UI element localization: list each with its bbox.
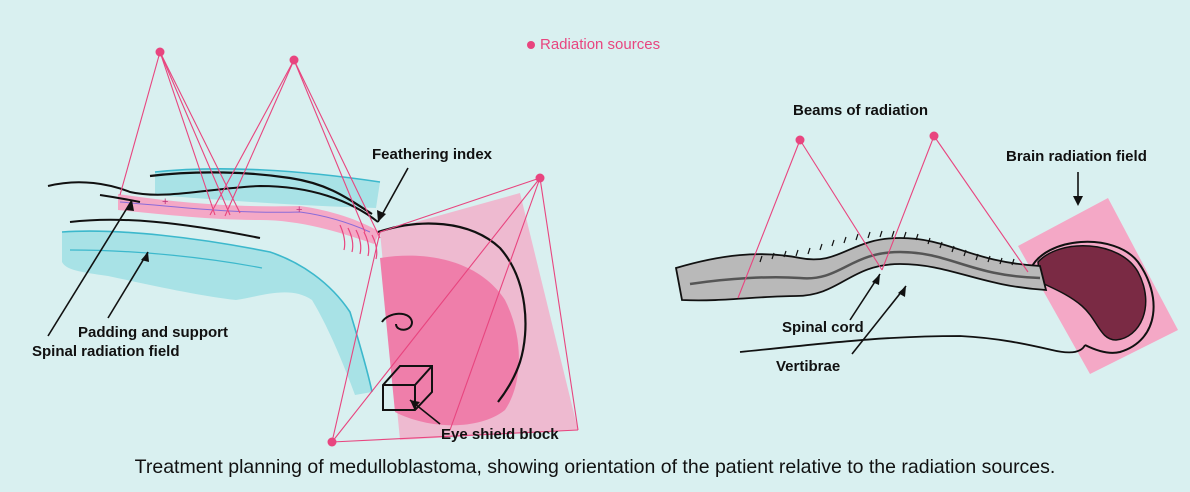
legend-dot	[527, 41, 535, 49]
left-diagram: + +	[48, 48, 578, 447]
field-mark-2: +	[296, 204, 302, 216]
radiation-source-3	[536, 174, 545, 183]
spine-band	[676, 238, 1046, 300]
padding-support-lower	[62, 231, 372, 395]
radiation-source-1	[156, 48, 165, 57]
beam-source-1	[796, 136, 805, 145]
field-mark-1: +	[162, 196, 168, 208]
brain-radiation-field-label: Brain radiation field	[1006, 148, 1147, 165]
beam-source-2	[930, 132, 939, 141]
legend-label: Radiation sources	[540, 36, 660, 53]
spinal-radiation-field-label: Spinal radiation field	[32, 343, 180, 360]
right-diagram	[676, 132, 1178, 375]
eye-shield-block-label: Eye shield block	[441, 426, 559, 443]
feathering-index-label: Feathering index	[372, 146, 492, 163]
figure-caption: Treatment planning of medulloblastoma, s…	[0, 456, 1190, 479]
radiation-source-4	[328, 438, 337, 447]
beams-of-radiation-label: Beams of radiation	[793, 102, 928, 119]
vertibrae-label: Vertibrae	[776, 358, 840, 375]
spinal-cord-label: Spinal cord	[782, 319, 864, 336]
padding-and-support-label: Padding and support	[78, 324, 228, 341]
radiation-source-2	[290, 56, 299, 65]
body-outline-right	[740, 336, 1085, 352]
